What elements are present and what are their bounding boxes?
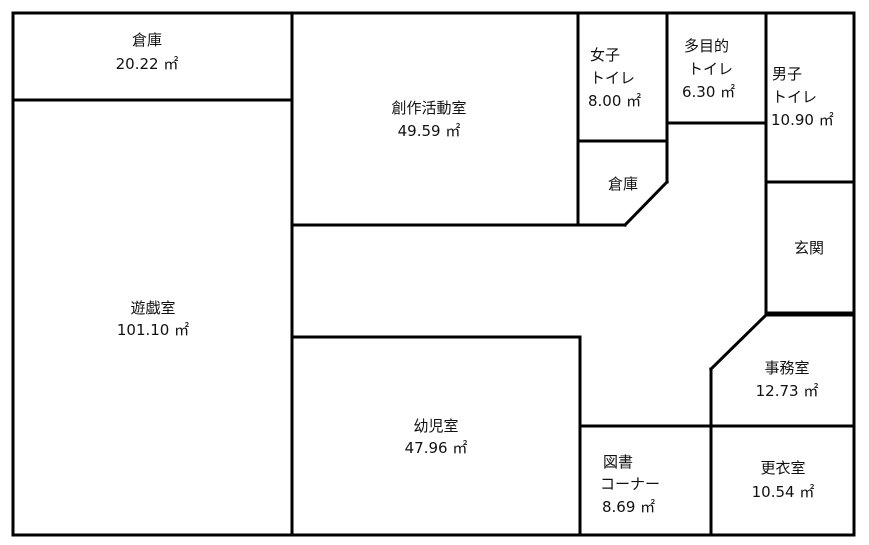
mens-toilet-name-2: トイレ <box>772 88 817 106</box>
mens-toilet-name-1: 男子 <box>772 65 802 83</box>
creative-room-name: 創作活動室 <box>391 99 466 117</box>
playroom-area: 101.10 ㎡ <box>117 321 189 339</box>
library-corner-name-2: コーナー <box>600 475 660 493</box>
infant-room-name: 幼児室 <box>413 417 458 435</box>
womens-toilet-name-2: トイレ <box>590 69 635 87</box>
library-corner-name-1: 図書 <box>603 453 633 471</box>
changing-room-area: 10.54 ㎡ <box>752 483 815 501</box>
multipurpose-toilet-name-2: トイレ <box>688 60 733 78</box>
changing-room-name: 更衣室 <box>760 459 805 477</box>
wall-office-diagonal <box>708 312 769 372</box>
womens-toilet-area: 8.00 ㎡ <box>588 92 641 110</box>
playroom-name: 遊戯室 <box>130 299 175 317</box>
wall-storage-diagonal <box>622 179 670 228</box>
creative-room-area: 49.59 ㎡ <box>398 122 461 140</box>
walls <box>11 11 856 537</box>
library-corner-area: 8.69 ㎡ <box>602 498 655 516</box>
office-name: 事務室 <box>764 359 809 377</box>
womens-toilet-name-1: 女子 <box>590 46 620 64</box>
office-area: 12.73 ㎡ <box>756 382 819 400</box>
outer-wall <box>11 11 856 537</box>
storage-top-left-name: 倉庫 <box>132 31 162 49</box>
multipurpose-toilet-area: 6.30 ㎡ <box>682 83 735 101</box>
mens-toilet-area: 10.90 ㎡ <box>771 111 834 129</box>
storage-small-name: 倉庫 <box>608 175 638 193</box>
multipurpose-toilet-name-1: 多目的 <box>684 37 729 55</box>
infant-room-area: 47.96 ㎡ <box>405 439 468 457</box>
storage-top-left-area: 20.22 ㎡ <box>116 55 179 73</box>
room-labels: 倉庫 20.22 ㎡ 遊戯室 101.10 ㎡ 創作活動室 49.59 ㎡ 女子… <box>116 31 834 516</box>
entrance-name: 玄関 <box>794 239 824 257</box>
